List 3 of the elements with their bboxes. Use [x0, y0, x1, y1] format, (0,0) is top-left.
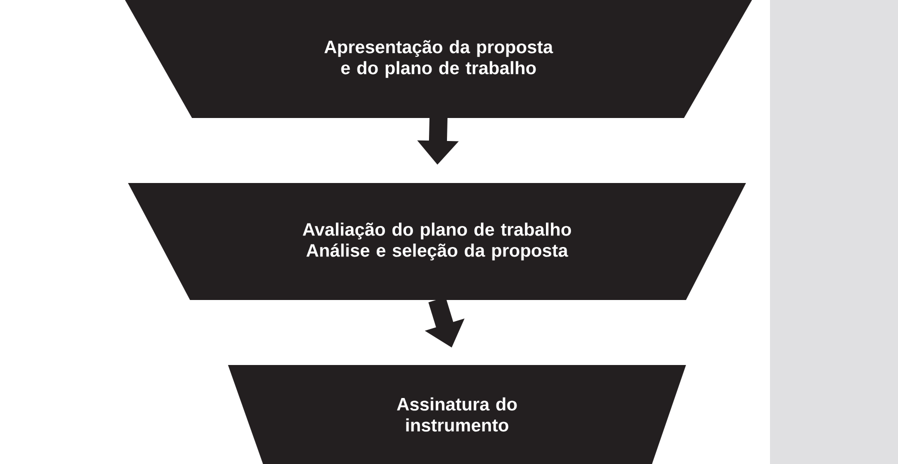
process-trapezoid: Assinatura do instrumento: [228, 365, 686, 464]
process-trapezoid: Apresentação da proposta e do plano de trabalho: [125, 0, 752, 118]
process-trapezoid: Avaliação do plano de trabalho Análise e seleção da proposta: [128, 183, 746, 300]
